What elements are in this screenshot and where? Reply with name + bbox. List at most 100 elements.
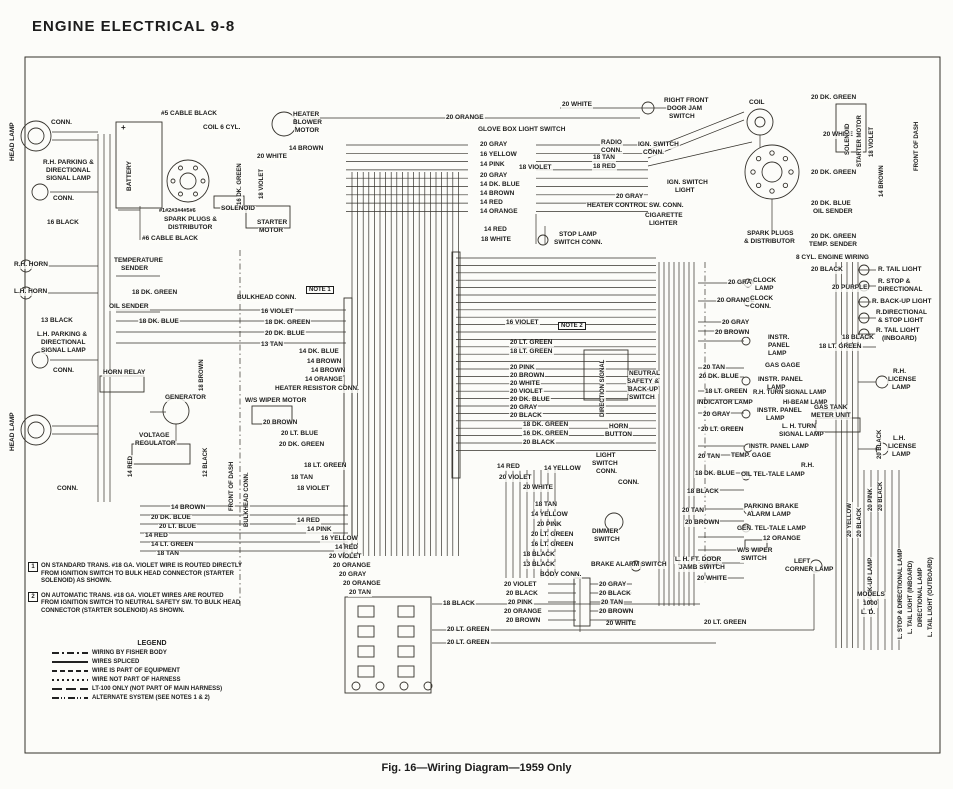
component-label: MODELS xyxy=(856,591,886,599)
legend-label: WIRE NOT PART OF HARNESS xyxy=(92,677,181,683)
wire-label: 20 LT. GREEN xyxy=(530,531,575,539)
component-label: LAMP xyxy=(767,350,788,358)
wire-label: 20 ORANGE xyxy=(332,562,372,570)
wire-label: 20 BLACK xyxy=(810,266,844,274)
wire-label: 20 LT. GREEN xyxy=(509,339,554,347)
component-label: ALARM LAMP xyxy=(746,511,792,519)
wire-label: 20 VIOLET xyxy=(509,388,544,396)
component-label: BLOWER xyxy=(292,119,323,127)
wire-label: 14 RED xyxy=(296,517,321,525)
component-label: LICENSE xyxy=(887,376,918,384)
wire-label: 14 BROWN xyxy=(310,367,347,375)
wire-label: 16 DK. GREEN xyxy=(522,430,570,438)
wire-label: 14 ORANGE xyxy=(304,376,344,384)
component-label: INSTR. PANEL LAMP xyxy=(748,444,810,451)
component-label: INSTR. PANEL xyxy=(757,376,804,384)
component-label: LAMP xyxy=(754,285,775,293)
component-label: R. TAIL LIGHT xyxy=(877,266,923,274)
component-label: IGN. SWITCH xyxy=(666,179,709,187)
component-label: INSTR. xyxy=(767,334,791,342)
component-label: LIGHT xyxy=(595,452,617,460)
wire-label: 18 BROWN xyxy=(199,358,206,392)
component-label: DIRECTIONAL xyxy=(45,167,92,175)
component-label: COIL 6 CYL. xyxy=(202,124,242,132)
wire-label: 14 BROWN xyxy=(288,145,325,153)
component-label: DIRECTIONAL xyxy=(877,286,924,294)
wire-label: 20 TAN xyxy=(697,453,721,461)
wire-label: 20 GRAY xyxy=(509,404,539,412)
wire-label: 16 BLACK xyxy=(46,219,80,227)
wire-label: 14 YELLOW xyxy=(543,465,582,473)
wire-label: 20 BROWN xyxy=(505,617,542,625)
legend-line-sample xyxy=(52,688,88,690)
wire-label: 20 DK. GREEN xyxy=(278,441,326,449)
legend-item: LT-100 ONLY (NOT PART OF MAIN HARNESS) xyxy=(52,685,252,694)
component-label: STOP LAMP xyxy=(558,231,598,239)
wire-label: 20 LT. GREEN xyxy=(446,639,491,647)
component-label: RIGHT FRONT xyxy=(663,97,710,105)
component-label: HORN xyxy=(608,423,630,431)
wire-label: 8 CYL. ENGINE WIRING xyxy=(795,254,870,262)
component-label: CONN. xyxy=(56,485,79,493)
wire-label: 14 BROWN xyxy=(170,504,207,512)
wire-label: 20 TAN xyxy=(600,599,624,607)
wire-label: 20 PINK xyxy=(868,487,875,512)
component-label: L. TAIL LIGHT (INBOARD) xyxy=(908,559,915,635)
wire-label: 20 BLACK xyxy=(522,439,556,447)
wire-label: 16 LT. GREEN xyxy=(530,541,575,549)
component-label: R.H. TURN SIGNAL LAMP xyxy=(752,390,828,397)
component-label: HEAD LAMP xyxy=(9,411,17,452)
wire-label: 16 YELLOW xyxy=(479,151,518,159)
legend-line-sample xyxy=(52,697,88,699)
wire-label: 18 DK. BLUE xyxy=(138,318,180,326)
note-text: ON STANDARD TRANS. #18 GA. VIOLET WIRE I… xyxy=(41,562,243,585)
component-label: SIGNAL LAMP xyxy=(45,175,92,183)
component-label: CONN. xyxy=(617,479,640,487)
component-label: DIRECTION SIGNAL xyxy=(600,358,607,418)
component-label: RADIO xyxy=(600,139,623,147)
component-label: OIL TEL-TALE LAMP xyxy=(740,471,806,479)
legend-line-sample xyxy=(52,670,88,672)
wire-label: 18 WHITE xyxy=(480,236,512,244)
component-label: LAMP xyxy=(765,415,786,423)
figure-caption: Fig. 16—Wiring Diagram—1959 Only xyxy=(381,762,572,774)
component-label: INSTR. PANEL xyxy=(756,407,803,415)
wire-label: 18 DK. GREEN xyxy=(131,289,179,297)
wire-label: 20 DK. GREEN xyxy=(810,169,858,177)
wire-label: 20 WHITE xyxy=(605,620,637,628)
component-label: R.H. PARKING & xyxy=(42,159,95,167)
wire-label: 20 GRAY xyxy=(479,141,509,149)
wire-label: 18 DK. BLUE xyxy=(694,470,736,478)
legend-item: WIRE IS PART OF EQUIPMENT xyxy=(52,667,252,676)
legend-title: LEGEND xyxy=(137,640,167,647)
wire-label: #6 CABLE BLACK xyxy=(141,235,199,243)
wire-label: 13 BLACK xyxy=(40,317,74,325)
component-label: BUTTON xyxy=(604,431,633,439)
component-label: DOOR JAM xyxy=(666,105,704,113)
wire-label: 18 VIOLET xyxy=(259,167,266,200)
wire-label: 20 BLACK xyxy=(857,506,864,538)
wire-label: 20 DK. BLUE xyxy=(264,330,306,338)
component-label: SWITCH CONN. xyxy=(553,239,604,247)
legend-line-sample xyxy=(52,679,88,681)
wire-label: 20 GRAY xyxy=(615,193,645,201)
component-label: HEATER RESISTOR CONN. xyxy=(274,385,360,393)
component-label: HEATER xyxy=(292,111,321,119)
component-label: DIRECTIONAL xyxy=(40,339,87,347)
component-label: BRAKE ALARM SWITCH xyxy=(590,561,668,569)
wire-label: + xyxy=(120,123,127,133)
component-label: MOTOR xyxy=(258,227,285,235)
component-label: SAFETY & xyxy=(626,378,661,386)
wire-label: 20 WHITE xyxy=(822,131,854,139)
component-label: R.DIRECTIONAL xyxy=(875,309,928,317)
legend-line-sample xyxy=(52,661,88,663)
legend-item: ALTERNATE SYSTEM (SEE NOTES 1 & 2) xyxy=(52,694,252,703)
wire-label: 20 VIOLET xyxy=(328,553,363,561)
note-number: 1 xyxy=(28,562,38,572)
wire-label: 20 PINK xyxy=(509,364,536,372)
component-label: SPARK PLUGS xyxy=(746,230,795,238)
component-label: LEFT xyxy=(793,558,812,566)
wire-label: 18 LT. GREEN xyxy=(303,462,348,470)
component-label: NOTE 1 xyxy=(306,286,334,295)
